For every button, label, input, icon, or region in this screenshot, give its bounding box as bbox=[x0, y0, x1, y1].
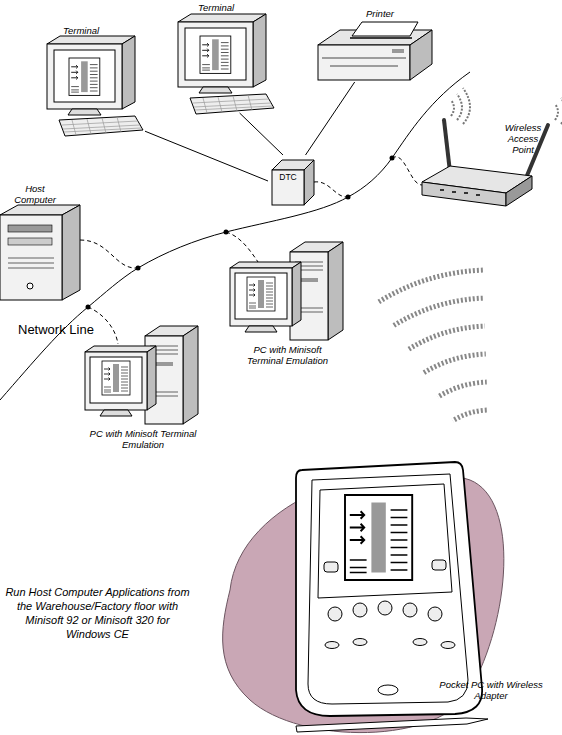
pocket-pc-illustration bbox=[353, 639, 367, 646]
printer-illustration bbox=[352, 22, 418, 36]
terminal: Terminal bbox=[45, 25, 145, 143]
printer-illustration bbox=[318, 45, 410, 80]
pocket-pc-illustration bbox=[328, 607, 342, 621]
printer-illustration bbox=[322, 58, 406, 66]
device-label: PC with Minisoft Terminal Emulation bbox=[235, 344, 340, 366]
access-point-illustration bbox=[506, 176, 532, 206]
pocket-pc-illustration bbox=[428, 607, 442, 621]
access-point-illustration bbox=[451, 88, 470, 124]
caption: Run Host Computer Applications from the … bbox=[5, 585, 190, 641]
host-computer-illustration bbox=[8, 258, 54, 268]
host-computer-illustration bbox=[0, 215, 62, 300]
pocket-pc-illustration bbox=[378, 685, 398, 695]
printer-illustration bbox=[318, 22, 432, 80]
pocket-pc-illustration bbox=[318, 484, 452, 598]
pocket-pc-illustration bbox=[325, 642, 339, 649]
device-label: PC with Minisoft Terminal Emulation bbox=[88, 428, 198, 450]
pc-illustration bbox=[85, 242, 343, 424]
cable-line bbox=[145, 131, 268, 181]
line-label: Network Line bbox=[18, 322, 94, 337]
pocket-pc-illustration bbox=[296, 718, 488, 732]
network-drop bbox=[392, 157, 422, 185]
access-point-illustration bbox=[422, 182, 506, 206]
host-computer-illustration bbox=[8, 225, 52, 232]
pocket-pc-illustration bbox=[441, 642, 455, 649]
pocket-pc-illustration bbox=[223, 462, 504, 733]
access-point-illustration bbox=[422, 88, 562, 206]
pocket-pc-illustration bbox=[403, 603, 417, 617]
printer-illustration bbox=[410, 30, 432, 80]
pc-illustration bbox=[230, 242, 343, 340]
device-label: Terminal bbox=[198, 2, 248, 13]
pocket-pc: Pocket PC with Wireless Adapter bbox=[285, 455, 550, 727]
pocket-pc-illustration bbox=[345, 495, 412, 580]
terminal-illustration bbox=[47, 14, 274, 136]
access-point-illustration bbox=[555, 98, 562, 124]
access-point-illustration bbox=[444, 120, 450, 172]
dtc-box: DTC bbox=[268, 155, 318, 207]
dtc-illustration bbox=[272, 160, 314, 205]
pocket-pc-illustration bbox=[413, 639, 427, 646]
cable-line bbox=[240, 113, 283, 155]
wireless-access-point: Wireless Access Point bbox=[420, 120, 555, 218]
printer-illustration bbox=[392, 49, 404, 53]
terminal-illustration bbox=[47, 36, 143, 136]
pc-workstation: PC with Minisoft Terminal Emulation bbox=[225, 238, 350, 368]
device-label: Printer bbox=[366, 8, 411, 19]
device-label: Host Computer bbox=[6, 183, 64, 205]
access-point-illustration bbox=[440, 190, 480, 195]
device-label: Wireless Access Point bbox=[498, 122, 548, 155]
host-computer-illustration bbox=[27, 283, 33, 289]
pc-workstation: PC with Minisoft Terminal Emulation bbox=[80, 322, 205, 446]
pocket-pc-illustration bbox=[324, 562, 338, 572]
device-label: Terminal bbox=[63, 25, 113, 36]
network-drop bbox=[314, 182, 348, 197]
pocket-pc-illustration bbox=[296, 462, 482, 716]
host-computer: Host Computer bbox=[0, 183, 85, 303]
printer: Printer bbox=[312, 8, 434, 82]
pocket-pc-illustration bbox=[432, 560, 446, 570]
pocket-pc-illustration bbox=[378, 601, 392, 615]
pocket-pc-illustration bbox=[353, 603, 367, 617]
cable-line bbox=[306, 82, 355, 155]
terminal-illustration bbox=[178, 14, 274, 114]
device-label: Pocket PC with Wireless Adapter bbox=[435, 679, 547, 701]
dtc-illustration bbox=[272, 170, 304, 205]
network-drop bbox=[226, 232, 258, 262]
printer-illustration bbox=[350, 37, 412, 39]
dtc-illustration bbox=[304, 160, 314, 205]
host-computer-illustration bbox=[62, 205, 80, 300]
host-computer-illustration bbox=[8, 238, 52, 245]
pc-illustration bbox=[85, 326, 198, 424]
host-computer-illustration bbox=[0, 205, 80, 300]
network-drop bbox=[80, 240, 138, 268]
pocket-pc-illustration bbox=[308, 474, 468, 704]
terminal: Terminal bbox=[175, 2, 270, 113]
device-label: DTC bbox=[272, 172, 304, 183]
network-drop bbox=[80, 157, 422, 344]
